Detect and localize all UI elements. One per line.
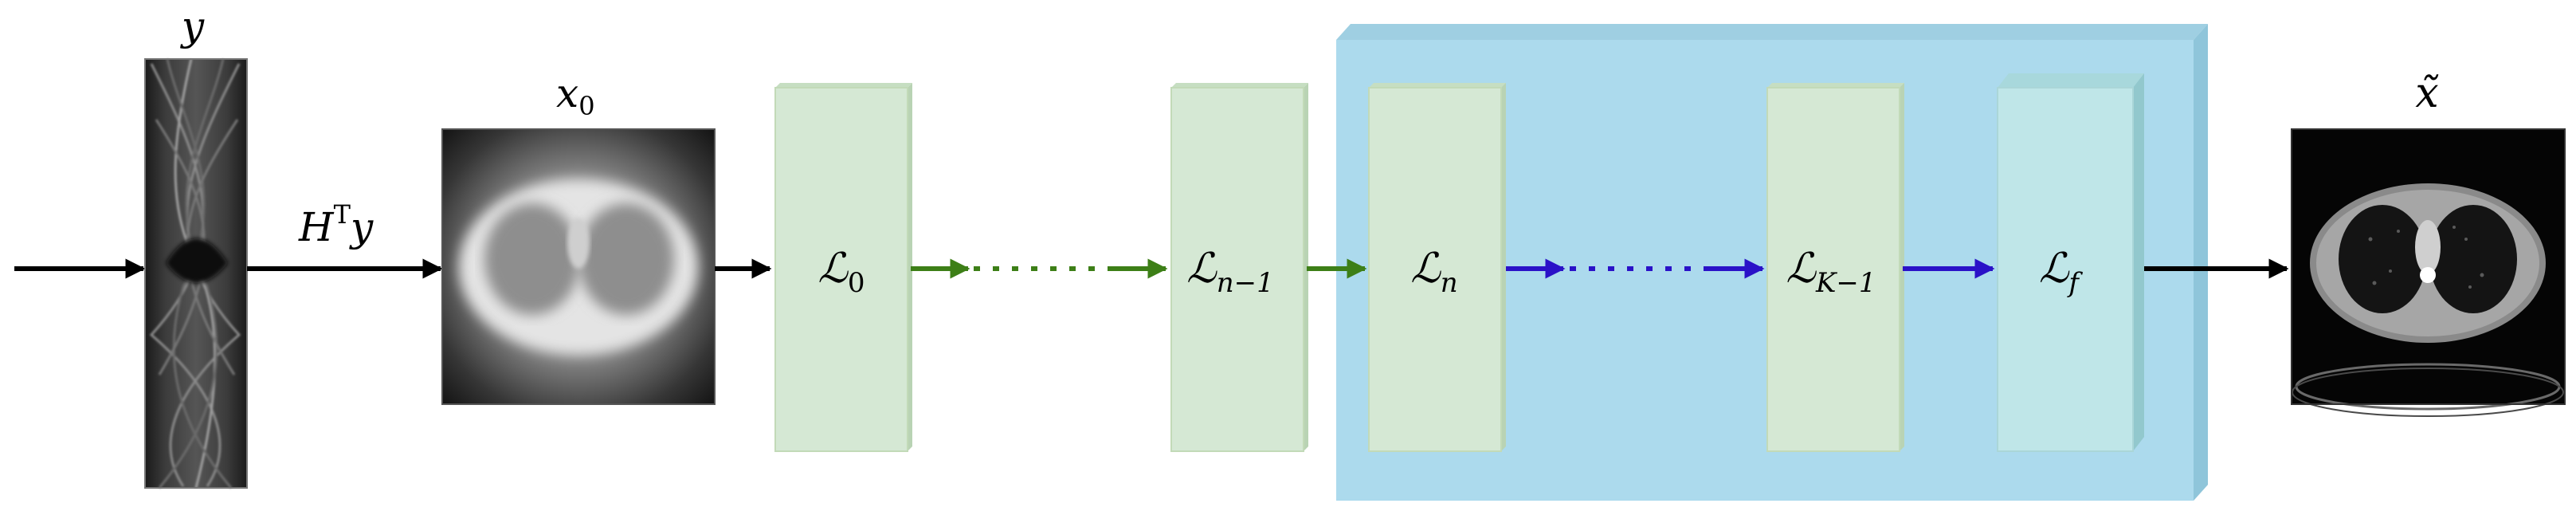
label-htx-sup: T (334, 199, 351, 230)
layer-label-lf: ℒf (2039, 245, 2083, 299)
layer-lf-base: ℒ (2039, 245, 2070, 293)
x0-image (441, 128, 716, 405)
label-x0-base: x (556, 70, 578, 116)
layer-ln-sub: n (1441, 267, 1458, 299)
layer-l0-base: ℒ (817, 245, 849, 293)
layer-ln-base: ℒ (1410, 245, 1441, 293)
reconstruction-image (2291, 128, 2566, 417)
label-htx-h: H (298, 204, 335, 250)
layer-box-l0 (774, 83, 912, 452)
label-y: y (180, 3, 205, 49)
layer-ln-1-base: ℒ (1186, 245, 1217, 293)
layer-box-lf (1997, 73, 2144, 452)
layer-lk-1-sub: K−1 (1815, 267, 1876, 299)
label-htx: HTy (298, 199, 374, 250)
sinogram-image (144, 58, 248, 489)
label-xtilde: x̃ (2415, 69, 2439, 117)
label-x0: x0 (556, 70, 595, 121)
layer-box-ln (1368, 83, 1506, 452)
layer-label-ln: ℒn (1410, 245, 1457, 299)
label-x0-sub: 0 (578, 91, 594, 121)
layer-label-lk-1: ℒK−1 (1786, 245, 1876, 299)
label-htx-y: y (349, 204, 374, 250)
layer-ln-1-sub: n−1 (1217, 267, 1274, 299)
layer-label-l0: ℒ0 (817, 245, 865, 299)
layer-label-ln-1: ℒn−1 (1186, 245, 1273, 299)
layer-box-ln-1 (1170, 83, 1308, 452)
layer-l0-sub: 0 (848, 267, 865, 299)
layer-box-lk-1 (1766, 83, 1904, 452)
layer-lk-1-base: ℒ (1786, 245, 1817, 293)
